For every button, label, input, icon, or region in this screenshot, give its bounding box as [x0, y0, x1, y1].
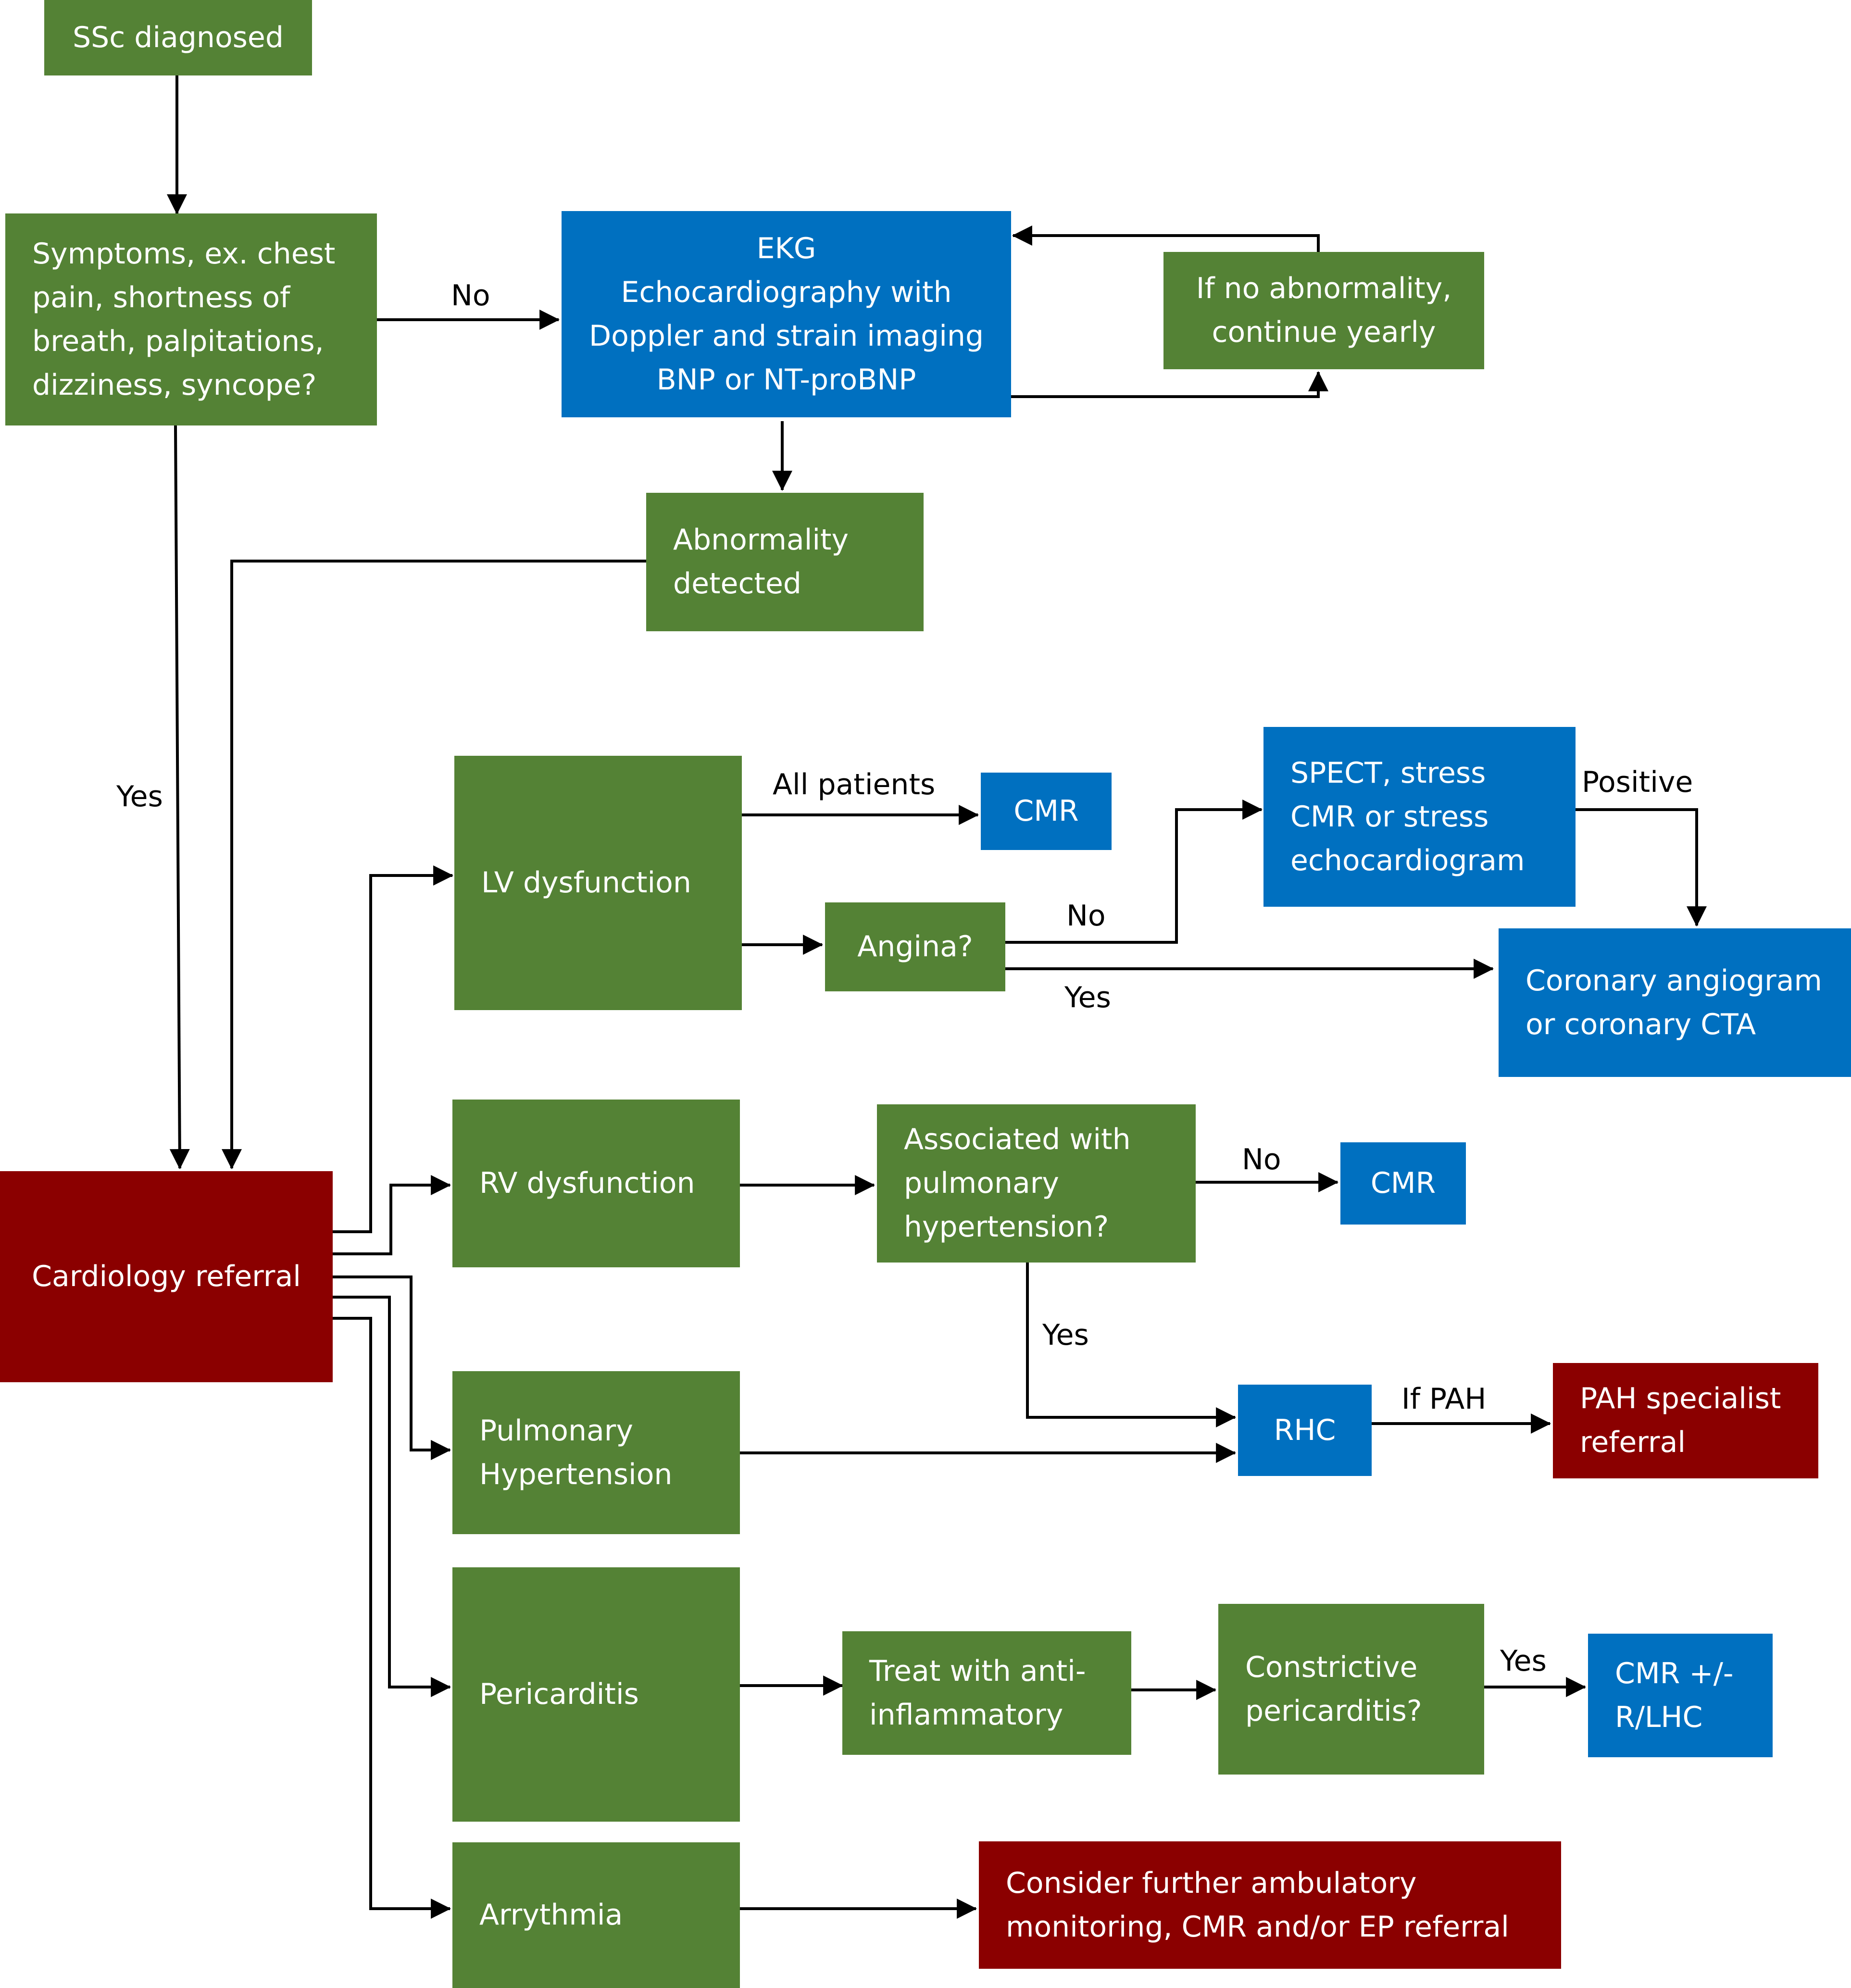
node-text-line: detected	[673, 567, 801, 600]
node-coronary-angiogram: Coronary angiogram or coronary CTA	[1499, 928, 1851, 1077]
node-text-line: If no abnormality,	[1196, 272, 1452, 305]
node-text-line: Hypertension	[479, 1457, 673, 1491]
edge-screening-to-yearly	[1011, 371, 1328, 398]
node-text-line: or coronary CTA	[1526, 1007, 1756, 1041]
node-text-line: EKG	[756, 231, 816, 265]
node-cmr-rv: CMR	[1340, 1142, 1466, 1225]
edge-angina-to-spect	[1005, 800, 1263, 944]
node-text-line: SSc diagnosed	[73, 21, 284, 54]
node-text-line: Consider further ambulatory	[1006, 1866, 1417, 1900]
node-rv-dysfunction: RV dysfunction	[452, 1100, 740, 1267]
node-text-line: Treat with anti-	[869, 1654, 1086, 1688]
node-text-line: hypertension?	[904, 1210, 1109, 1244]
edge-cardiology-to-ph	[333, 1275, 451, 1460]
node-text-line: CMR	[1370, 1166, 1436, 1200]
node-associated-ph: Associated with pulmonary hypertension?	[877, 1104, 1196, 1263]
label-angina-yes: Yes	[1064, 981, 1111, 1014]
node-text-line: echocardiogram	[1290, 843, 1525, 877]
node-text-line: BNP or NT-proBNP	[656, 363, 916, 397]
label-yes-referral: Yes	[116, 780, 163, 813]
edge-spect-to-coronary	[1576, 808, 1707, 927]
node-text-line: CMR +/-	[1615, 1656, 1734, 1690]
node-text-line: Angina?	[857, 930, 973, 963]
node-text-line: continue yearly	[1212, 315, 1436, 349]
node-ssc-diagnosed: SSc diagnosed	[44, 0, 312, 75]
node-lv-dysfunction: LV dysfunction	[454, 756, 742, 1010]
node-text-line: Symptoms, ex. chest	[32, 237, 336, 271]
node-text-line: Constrictive	[1245, 1650, 1418, 1684]
node-text-line: PAH specialist	[1580, 1382, 1781, 1415]
node-text-line: Pericarditis	[479, 1677, 639, 1711]
node-text-line: Associated with	[904, 1123, 1131, 1156]
node-constrictive-pericarditis: Constrictive pericarditis?	[1218, 1604, 1484, 1775]
node-text-line: RHC	[1274, 1413, 1336, 1447]
label-all-patients: All patients	[773, 768, 936, 801]
node-continue-yearly: If no abnormality, continue yearly	[1163, 252, 1484, 369]
edge-assoc-to-rhc	[1026, 1263, 1237, 1427]
node-treat-anti-inflammatory: Treat with anti-inflammatory	[842, 1631, 1131, 1755]
node-text-line: referral	[1580, 1425, 1686, 1459]
node-text-line: Pulmonary	[479, 1413, 633, 1448]
edge-cardiology-to-lv	[333, 865, 454, 1233]
edge-cardiology-to-arrythmia	[333, 1317, 451, 1919]
node-arrythmia: Arrythmia	[452, 1842, 740, 1988]
label-constrictive-yes: Yes	[1500, 1644, 1547, 1678]
node-text-line: Arrythmia	[479, 1898, 623, 1932]
edge-symptoms-to-cardiology	[169, 425, 190, 1170]
node-symptoms: Symptoms, ex. chest pain, shortness of bre…	[5, 213, 377, 425]
node-text-line: inflammatory	[869, 1698, 1063, 1732]
node-text-line: R/LHC	[1615, 1700, 1703, 1734]
node-text-line: breath, palpitations,	[32, 324, 324, 358]
node-text-line: CMR	[1013, 794, 1079, 828]
label-positive: Positive	[1582, 765, 1693, 799]
node-text-line: dizziness, syncope?	[32, 368, 317, 402]
node-cmr-rlhc: CMR +/- R/LHC	[1588, 1634, 1773, 1757]
label-angina-no: No	[1066, 899, 1106, 933]
node-text-line: Coronary angiogram	[1526, 963, 1822, 998]
node-text-line: Doppler and strain imaging	[588, 319, 984, 353]
edge-abnormality-to-cardiology	[222, 560, 646, 1170]
node-cmr-lv: CMR	[981, 773, 1112, 850]
node-pericarditis: Pericarditis	[452, 1567, 740, 1822]
edge-yearly-to-screening	[1012, 225, 1320, 252]
node-cardiology-referral: Cardiology referral	[0, 1171, 333, 1382]
node-text-line: Echocardiography with	[621, 275, 952, 309]
label-assoc-yes: Yes	[1042, 1318, 1089, 1352]
node-text-line: monitoring, CMR and/or EP referral	[1006, 1910, 1509, 1944]
node-ambulatory-monitoring: Consider further ambulatory monitoring, C…	[979, 1841, 1561, 1969]
node-text-line: RV dysfunction	[479, 1166, 695, 1200]
node-pah-specialist-referral: PAH specialist referral	[1553, 1363, 1818, 1478]
node-angina: Angina?	[825, 902, 1005, 991]
label-no-screening: No	[451, 279, 490, 313]
node-abnormality-detected: Abnormality detected	[646, 493, 924, 631]
edge-cardiology-to-rv	[333, 1175, 451, 1255]
node-text-line: pericarditis?	[1245, 1694, 1422, 1728]
node-text-line: Cardiology referral	[32, 1260, 301, 1293]
edge-cardiology-to-pericarditis	[333, 1296, 451, 1697]
node-text-line: CMR or stress	[1290, 800, 1489, 834]
node-text-line: LV dysfunction	[481, 866, 691, 900]
node-rhc: RHC	[1238, 1385, 1372, 1476]
node-text-line: pulmonary	[904, 1166, 1059, 1200]
node-text-line: Abnormality	[673, 523, 849, 557]
node-text-line: SPECT, stress	[1290, 756, 1486, 790]
label-if-pah: If PAH	[1401, 1382, 1487, 1416]
node-text-line: pain, shortness of	[32, 280, 290, 314]
label-assoc-no: No	[1242, 1143, 1281, 1176]
